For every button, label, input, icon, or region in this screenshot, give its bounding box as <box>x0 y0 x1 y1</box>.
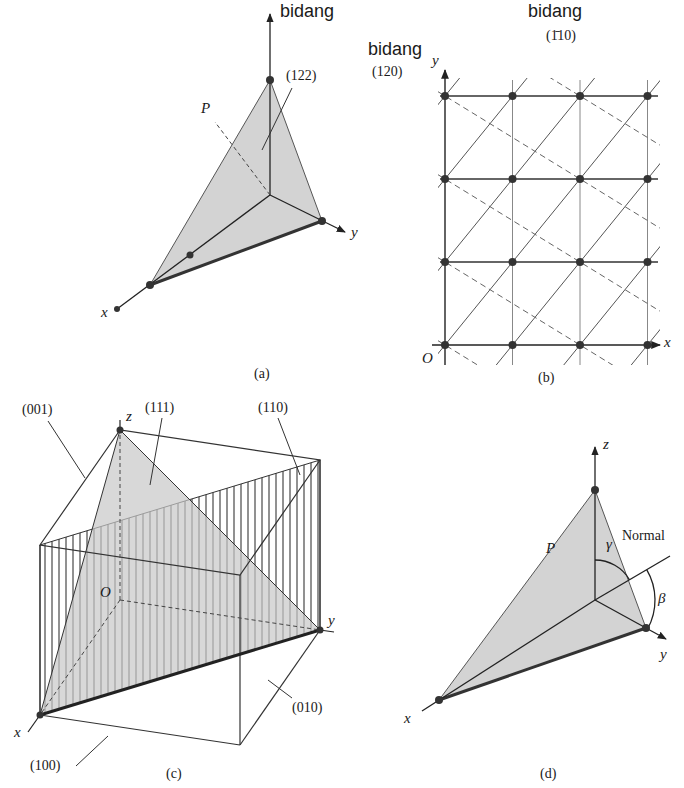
miller-index: (010) <box>292 700 322 715</box>
panel-label: (b) <box>538 370 554 385</box>
panel-b <box>310 0 684 788</box>
miller-index: (1̄10) <box>546 28 576 43</box>
axis-label: x <box>101 304 108 321</box>
plane-word: bidang <box>280 2 334 22</box>
axis-label: y <box>351 224 358 241</box>
axis-label: z <box>603 436 609 453</box>
miller-index: (120) <box>372 64 402 79</box>
plane-word: bidang <box>368 40 422 60</box>
plane-name: P <box>201 100 210 117</box>
axis-label: y <box>660 646 667 663</box>
panel-d <box>422 447 670 711</box>
axis-label: y <box>432 52 439 69</box>
normal-label: Normal <box>622 528 665 543</box>
plane-name: P <box>546 540 555 557</box>
angle-label: β <box>658 590 665 607</box>
angle-label: γ <box>606 536 612 553</box>
axis-label: y <box>328 612 335 629</box>
panel-c <box>28 418 334 766</box>
panel-label: (c) <box>166 766 182 781</box>
origin-label: O <box>422 350 433 367</box>
axis-label: x <box>14 724 21 741</box>
panel-label: (d) <box>540 766 556 781</box>
panel-label: (a) <box>254 366 270 381</box>
miller-index: (122) <box>286 68 316 83</box>
miller-index: (001) <box>22 402 52 417</box>
miller-index: (110) <box>258 400 288 415</box>
axis-label: x <box>664 334 671 351</box>
panel-a <box>114 14 345 312</box>
axis-label: z <box>126 408 132 425</box>
axis-label: x <box>404 710 411 727</box>
miller-index: (111) <box>145 400 174 415</box>
miller-index: (100) <box>30 758 60 773</box>
plane-word: bidang <box>528 2 582 22</box>
origin-label: O <box>100 584 111 601</box>
